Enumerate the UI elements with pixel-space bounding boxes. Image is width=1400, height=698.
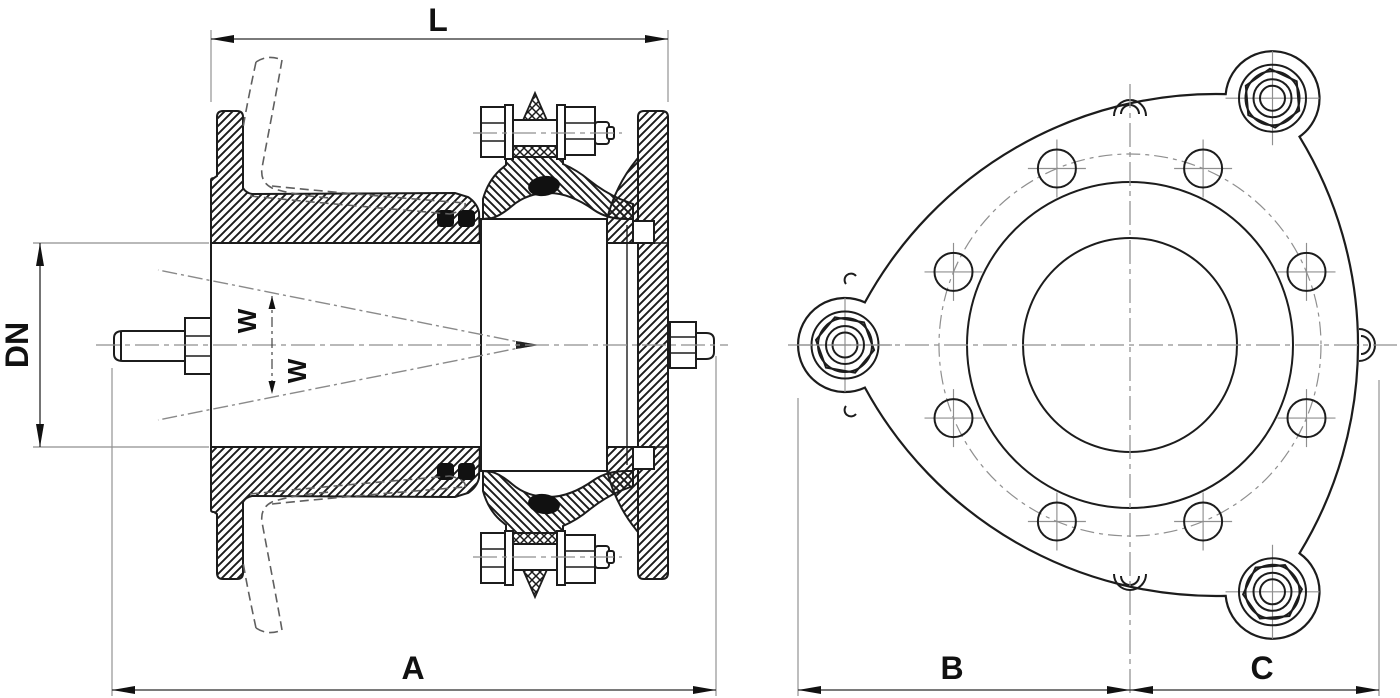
hole-circle [1286,398,1327,439]
hex-nut [564,534,596,584]
clamping-bolt-bottom [473,530,622,600]
seal-ring [458,210,475,227]
dim-label-L: L [428,2,448,38]
gasket-groove-bottom [632,446,655,470]
hole-circle [1036,501,1077,542]
bolt-hole [924,242,983,301]
hole-circle [1183,148,1224,189]
dim-label-C: C [1250,650,1273,686]
pipe-wall [271,185,466,204]
hidden-pipe-lower-position [242,475,466,634]
socket-flange-top-section [210,110,482,244]
flange-hub-top [606,155,639,244]
dimension-L: L [210,2,669,102]
hole-circle [1286,251,1327,292]
bolt-head [480,532,506,584]
stud-tip-circle [1259,84,1286,112]
dimension-DN: DN [0,242,209,448]
hole-circle [933,398,974,439]
stud-circle [825,325,865,365]
hidden-pipe-upper-position [242,56,466,215]
bolt-hole [1174,492,1233,551]
hole-circle [933,251,974,292]
bolt-holes [924,139,1336,551]
washer [504,530,514,586]
hole-circle [1183,501,1224,542]
gasket-groove-top [632,220,655,244]
seal-ring [458,463,475,480]
washer-circle [1238,557,1307,627]
cone-line-upper [157,269,535,346]
lug-arc [1113,573,1147,591]
corner-bolt-top-right [1225,51,1320,146]
flange-hub-bottom [606,446,639,535]
washer-inner-circle [1244,563,1301,620]
washer [504,104,514,160]
dim-label-A: A [401,650,424,686]
socket-flange-bottom-section [210,446,482,580]
hex-nut-outline [1241,564,1304,620]
front-view: B C [788,50,1398,697]
pipe-wall [271,486,466,505]
dimension-W: W W [232,296,312,394]
pipe-bell-top [255,56,283,63]
lobe-step-nub [843,272,857,285]
pipe-wall [249,195,451,215]
dim-label-B: B [940,650,963,686]
dim-label-W-lower: W [282,358,312,383]
dim-label-W-upper: W [232,308,262,333]
cone-line-lower [157,344,535,421]
pipe-end [449,202,466,215]
dimension-C: C [1130,380,1380,696]
bolt-hole [1027,139,1086,198]
wedge-seal [528,175,560,197]
pipe-bell-edge [260,59,331,199]
wedge-seal [528,493,560,515]
pipe-bell-edge [242,61,257,129]
bolt-hole [924,389,983,448]
pipe-end [449,475,466,488]
hole-circle [1036,148,1077,189]
lug-arc-inner [1360,335,1371,355]
bolt-hole [1277,389,1336,448]
pipe-bell-edge [260,491,331,631]
pipe-bell-top [255,627,283,634]
corner-bolt-bottom-right [1225,544,1320,639]
lobe-step-nub [843,405,857,418]
stud-circle [1252,571,1293,612]
pipe-bell-edge [242,561,257,629]
hex-nut-outline [814,316,876,374]
washer-circle [1238,63,1307,133]
pipe-wall [249,475,451,495]
bolt-hole [1027,492,1086,551]
dim-label-DN: DN [0,322,35,368]
section-view: L A DN W W [0,2,728,696]
stud-circle [1252,78,1293,119]
center-stud-left [113,317,212,375]
stud-shaft [695,332,715,360]
hex-nut [564,106,596,156]
bolt-head [480,106,506,158]
stud-hex [184,317,212,375]
stud-tip-circle [1259,578,1286,606]
hex-nut-outline [1244,67,1301,129]
dimension-A: A [111,356,717,696]
center-stud-right [669,321,715,369]
bolt-hole [1174,139,1233,198]
bolt-hole [1277,242,1336,301]
stud-shaft [113,330,186,362]
washer [556,104,566,160]
washer-inner-circle [1244,70,1301,127]
washer [556,530,566,586]
clamping-bolt-top [473,90,622,160]
dimension-B: B [797,398,1130,696]
